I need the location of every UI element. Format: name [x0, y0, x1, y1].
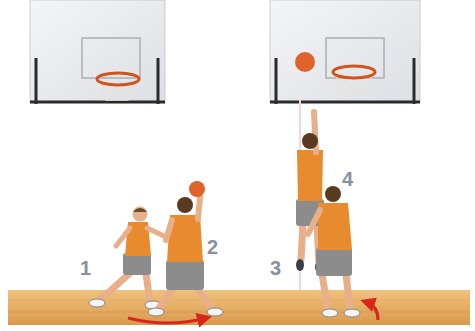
ball [295, 52, 315, 72]
callout-number: 1 [80, 258, 91, 278]
movement-arrow [366, 302, 378, 320]
backboard-right [270, 0, 420, 300]
floor [8, 290, 470, 325]
ball [189, 181, 205, 197]
movement-arrow [128, 318, 206, 323]
callout-number: 3 [270, 258, 281, 278]
player-figure [148, 181, 223, 316]
callout-number: 2 [207, 237, 218, 257]
player-figure [89, 207, 164, 310]
backboard-left [30, 0, 165, 104]
player-figure [308, 186, 360, 317]
callout-number: 4 [342, 169, 353, 189]
